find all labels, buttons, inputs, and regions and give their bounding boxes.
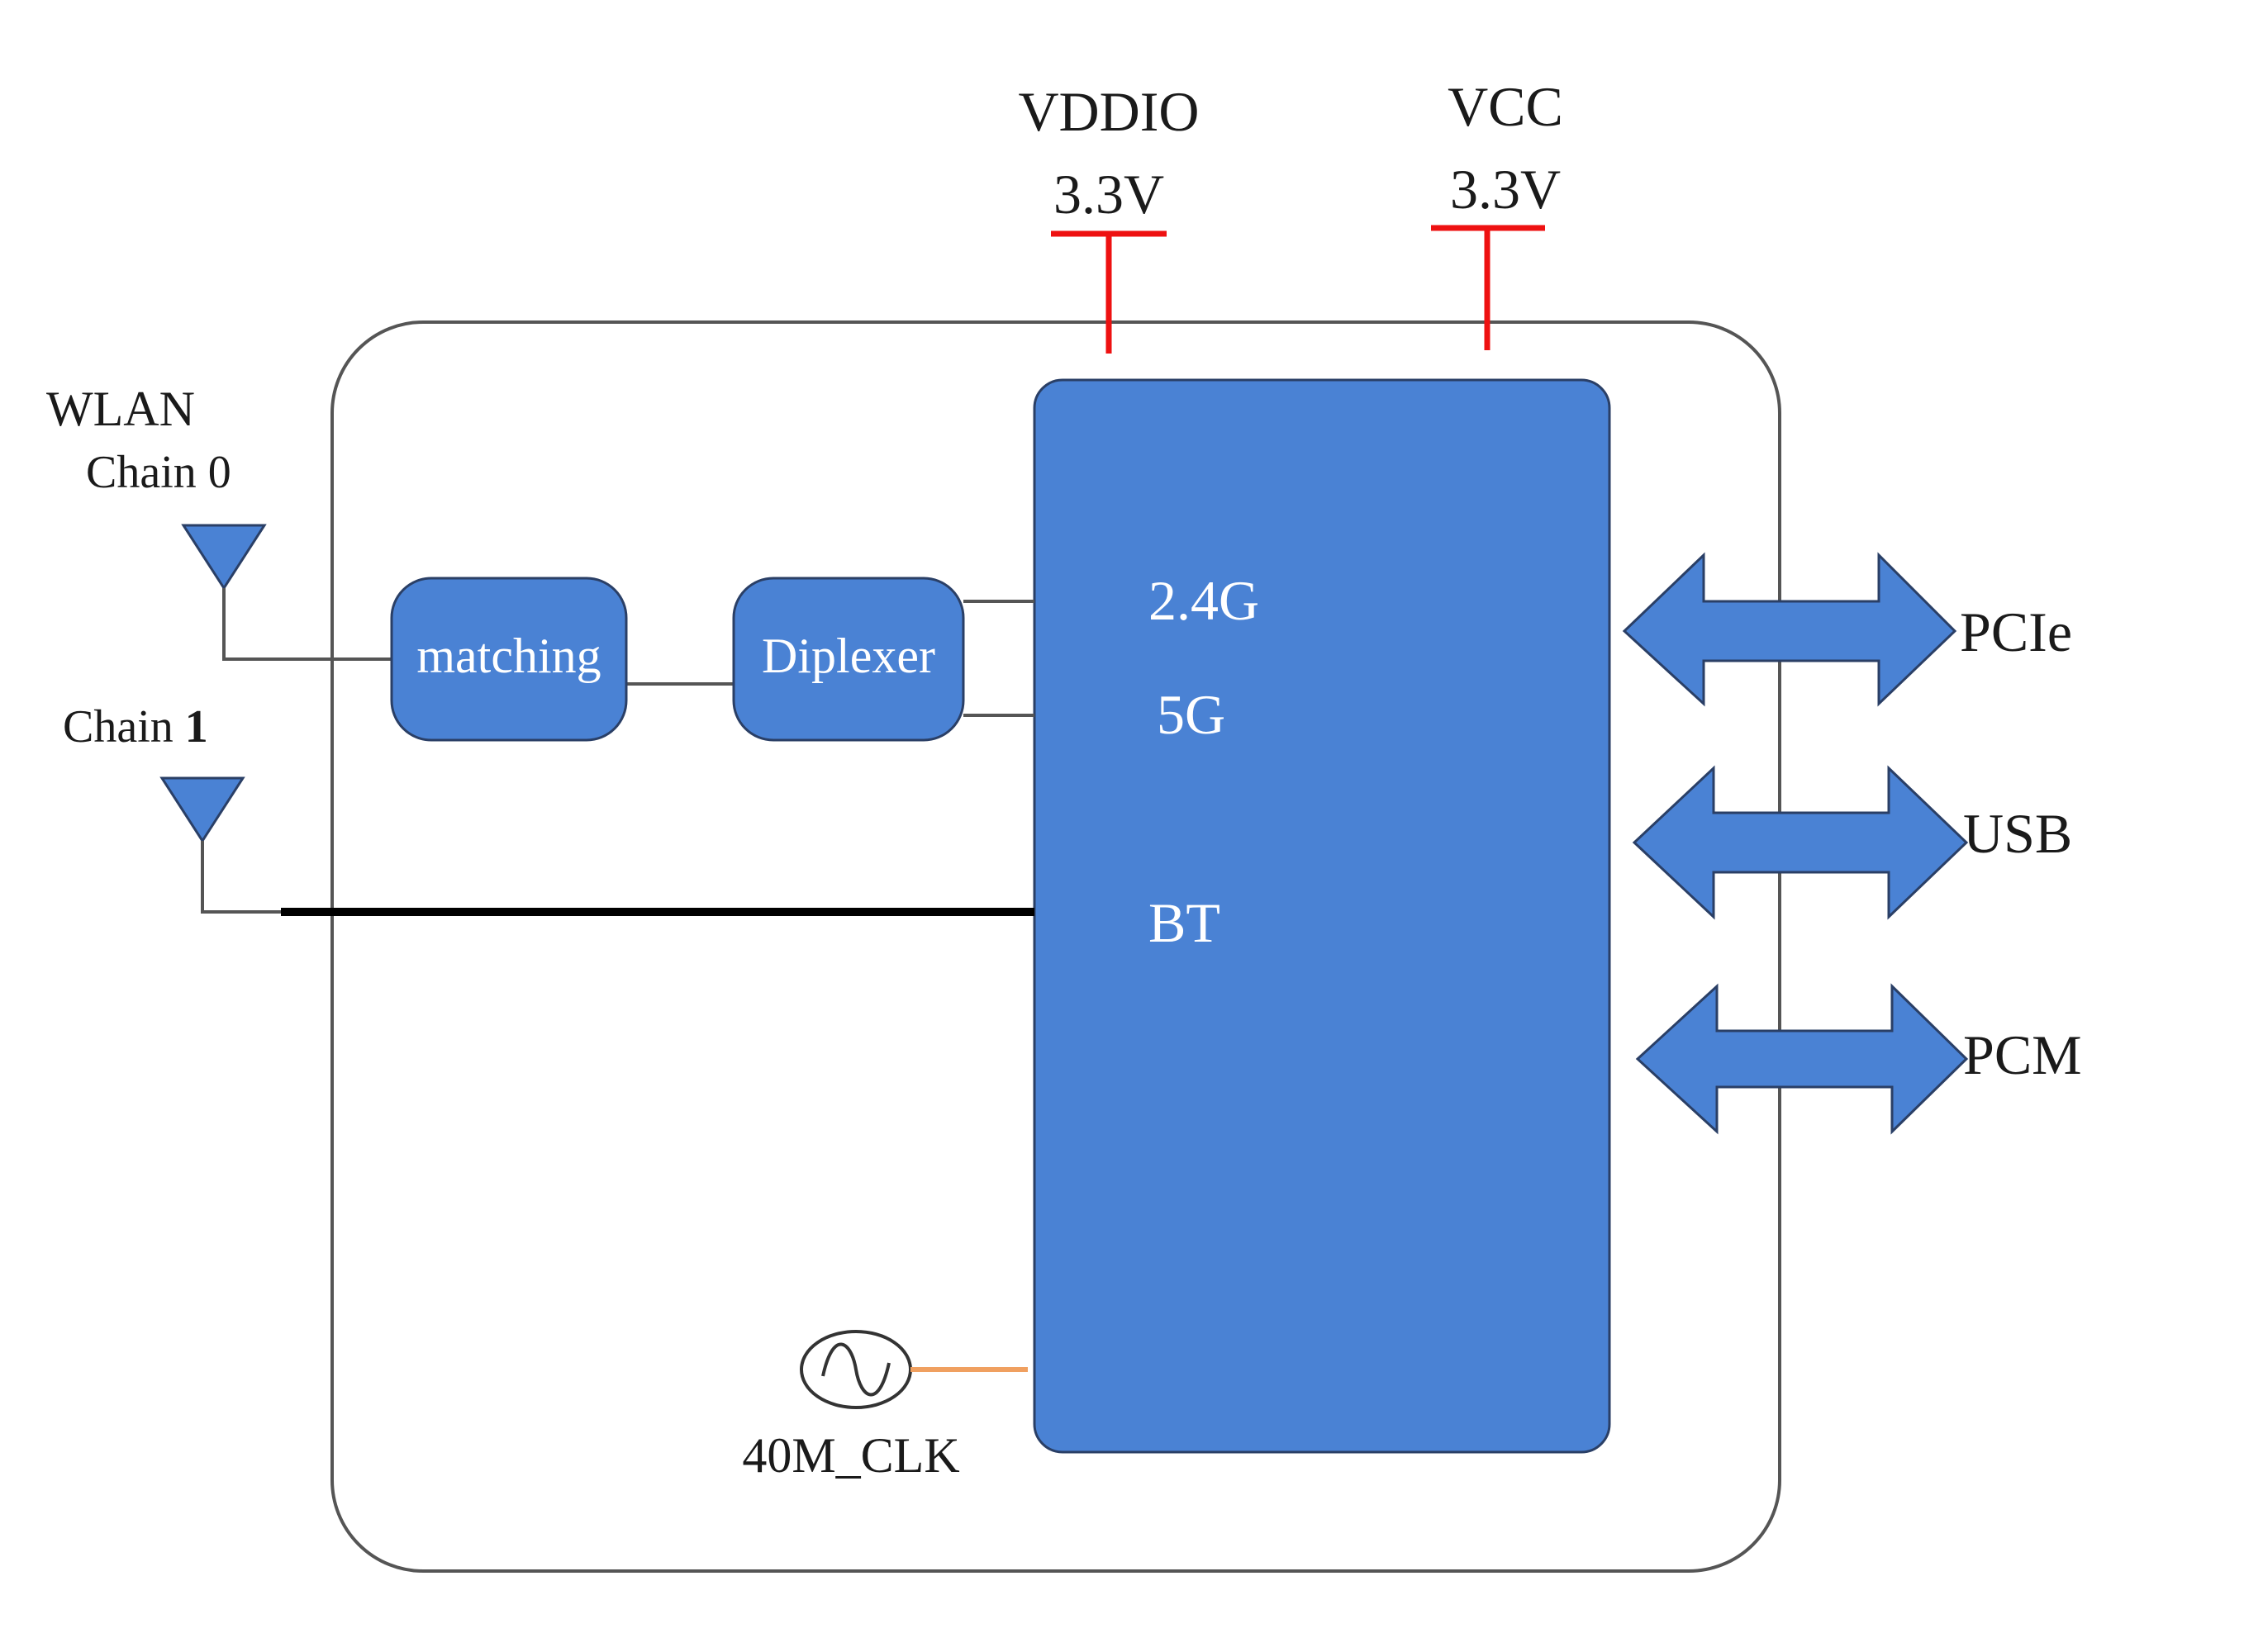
chain0-rf-line (222, 588, 392, 661)
oscillator-wave (821, 1342, 891, 1397)
chip-block (1033, 378, 1611, 1454)
usb-arrow-icon (1632, 765, 1969, 920)
chain1-text: Chain (63, 701, 174, 752)
pcm-arrow-icon (1635, 983, 1969, 1135)
matching-label: matching (416, 629, 601, 683)
antenna-chain0-icon (181, 524, 267, 591)
antenna-chain1-icon (159, 776, 245, 843)
usb-label: USB (1963, 802, 2072, 865)
bt-label: BT (1148, 891, 1220, 954)
diplexer-label: Diplexer (762, 629, 935, 683)
chain0-label: Chain 0 (86, 447, 231, 498)
pcie-arrow-icon (1622, 552, 1957, 707)
vddio-voltage: 3.3V (1053, 163, 1164, 225)
chain1-number: 1 (185, 701, 208, 752)
vddio-power-rail (1051, 230, 1167, 354)
pcm-label: PCM (1963, 1023, 2082, 1086)
module-outline (330, 320, 1781, 1573)
vcc-power-rail (1431, 225, 1545, 350)
vcc-voltage: 3.3V (1450, 158, 1561, 221)
matching-block (390, 577, 628, 742)
vddio-label: VDDIO (1018, 80, 1199, 143)
diplexer-block (732, 577, 965, 742)
pcie-label: PCIe (1960, 601, 2072, 663)
clock-label: 40M_CLK (742, 1428, 959, 1483)
vcc-label: VCC (1448, 75, 1563, 138)
band-24g-label: 2.4G (1148, 569, 1259, 632)
chain1-label: Chain 1 (63, 701, 208, 752)
band-5g-label: 5G (1157, 683, 1225, 746)
chain1-rf-line (201, 841, 281, 914)
wlan-label: WLAN (46, 382, 195, 436)
